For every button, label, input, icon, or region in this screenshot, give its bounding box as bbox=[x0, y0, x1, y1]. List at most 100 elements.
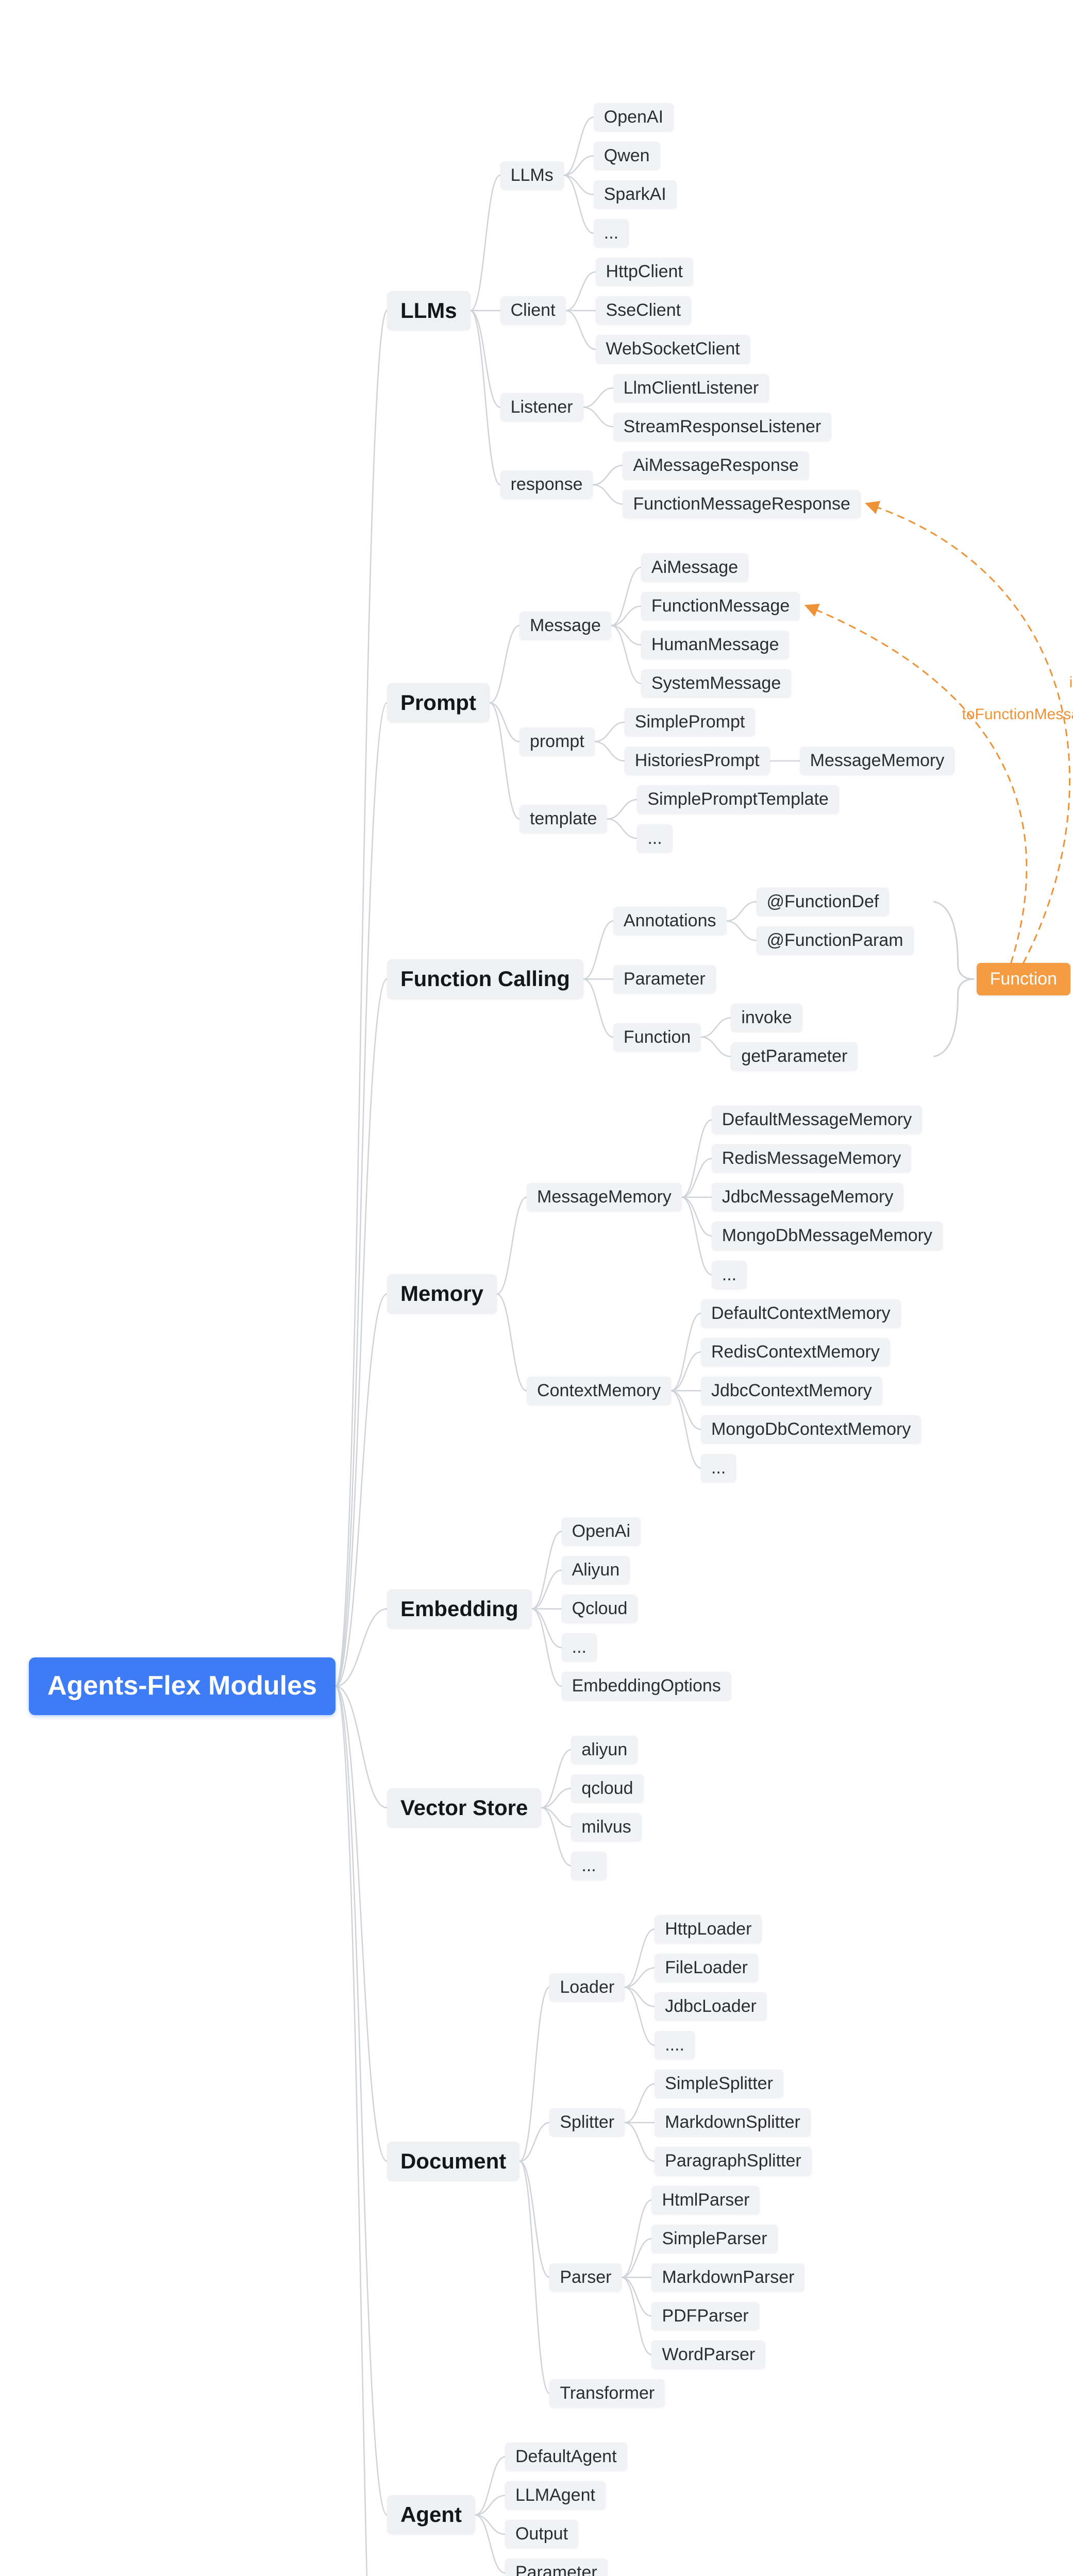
branch-node-vector-store: Vector Store bbox=[387, 1788, 542, 1827]
node-openai: OpenAi bbox=[561, 1517, 641, 1546]
node-label: FunctionMessage bbox=[651, 596, 790, 616]
tree-row: Annotations@FunctionDef@FunctionParam bbox=[613, 887, 914, 955]
tree-row: OpenAi bbox=[561, 1517, 731, 1546]
node-functiondef: @FunctionDef bbox=[756, 887, 890, 916]
node-label: ... bbox=[581, 1855, 596, 1875]
node-label: OpenAI bbox=[603, 107, 664, 127]
node-contextmemory: ContextMemory bbox=[527, 1376, 671, 1405]
tree-row: LLMAgent bbox=[505, 2481, 627, 2510]
node-invoke: invoke bbox=[731, 1003, 802, 1032]
node-label: MessageMemory bbox=[810, 751, 945, 771]
node-label: Function bbox=[990, 969, 1057, 989]
node-label: EmbeddingOptions bbox=[572, 1676, 721, 1696]
node-label: FileLoader bbox=[665, 1958, 748, 1978]
node-output: Output bbox=[505, 2520, 579, 2549]
node-aliyun: Aliyun bbox=[561, 1556, 630, 1585]
node-label: Parser bbox=[560, 2267, 612, 2287]
node-sparkai: SparkAI bbox=[593, 180, 677, 209]
node-label: invoke bbox=[741, 1007, 792, 1027]
tree-row: Vector Store aliyun qcloud milvus... bbox=[387, 1735, 989, 1880]
node-qwen: Qwen bbox=[593, 141, 660, 171]
node-label: ParagraphSplitter bbox=[665, 2151, 801, 2171]
tree-row: AiMessage bbox=[641, 553, 800, 582]
node-getparameter: getParameter bbox=[731, 1042, 858, 1071]
node-label: Annotations bbox=[623, 911, 716, 931]
node-paragraphsplitter: ParagraphSplitter bbox=[655, 2147, 812, 2176]
node-label: RedisMessageMemory bbox=[722, 1148, 901, 1168]
tree-row: JdbcLoader bbox=[655, 1992, 767, 2021]
ellipsis-node: ... bbox=[700, 1453, 736, 1483]
node-label: AiMessageResponse bbox=[633, 455, 799, 475]
node-simpleprompt: SimplePrompt bbox=[624, 708, 756, 737]
node-transformer: Transformer bbox=[549, 2379, 665, 2408]
tree-row: invoke bbox=[731, 1003, 858, 1032]
node-client: Client bbox=[500, 296, 566, 325]
node-httploader: HttpLoader bbox=[655, 1914, 762, 1944]
node-label: Message bbox=[529, 615, 601, 635]
node-parameter: Parameter bbox=[613, 964, 716, 993]
node-label: LLMs bbox=[510, 165, 554, 185]
tree-row: AiMessageResponse bbox=[623, 451, 860, 480]
node-systemmessage: SystemMessage bbox=[641, 669, 792, 698]
node-label: Parameter bbox=[623, 969, 706, 989]
node-aimessage: AiMessage bbox=[641, 553, 749, 582]
node-label: ContextMemory bbox=[537, 1380, 661, 1400]
node-label: JdbcContextMemory bbox=[711, 1380, 872, 1400]
node-embeddingoptions: EmbeddingOptions bbox=[561, 1672, 731, 1701]
root-node-agents-flex-modules: Agents-Flex Modules bbox=[29, 1657, 336, 1715]
tree-row: HttpClient bbox=[595, 258, 750, 286]
tree-row: qcloud bbox=[571, 1774, 644, 1803]
tree-row: LlmClientListener bbox=[613, 374, 832, 402]
node-httpclient: HttpClient bbox=[595, 258, 693, 286]
node-label: Agents-Flex Modules bbox=[47, 1671, 317, 1701]
node-label: ... bbox=[711, 1458, 726, 1478]
node-wordparser: WordParser bbox=[651, 2340, 766, 2369]
node-simpleparser: SimpleParser bbox=[651, 2224, 778, 2253]
node-simpleprompttemplate: SimplePromptTemplate bbox=[637, 785, 839, 814]
node-defaultagent: DefaultAgent bbox=[505, 2443, 627, 2471]
node-label: HumanMessage bbox=[651, 635, 779, 655]
node-label: Memory bbox=[400, 1281, 484, 1306]
node-label: Splitter bbox=[560, 2112, 615, 2132]
node-loader: Loader bbox=[549, 1973, 625, 2002]
tree-row: Output bbox=[505, 2520, 627, 2549]
node-label: LLMAgent bbox=[515, 2485, 595, 2505]
tree-row: SparkAI bbox=[593, 180, 677, 209]
node-label: AiMessage bbox=[651, 557, 739, 577]
tree-row: HtmlParser bbox=[651, 2185, 804, 2214]
tree-row: DefaultContextMemory bbox=[700, 1299, 921, 1328]
ellipsis-node: ... bbox=[593, 219, 629, 248]
branch-node-function-calling: Function Calling bbox=[387, 959, 583, 999]
tree-row: SimplePrompt bbox=[624, 708, 955, 737]
tree-row: getParameter bbox=[731, 1042, 858, 1071]
node-label: Document bbox=[400, 2148, 507, 2173]
node-label: SimpleSplitter bbox=[665, 2074, 773, 2094]
tree-row: milvus bbox=[571, 1812, 643, 1841]
node-functionmessage: FunctionMessage bbox=[641, 592, 800, 621]
node-label: @FunctionDef bbox=[766, 891, 879, 911]
tree-row: MongoDbMessageMemory bbox=[711, 1222, 943, 1250]
tree-row: aliyun bbox=[571, 1735, 643, 1764]
branch-node-memory: Memory bbox=[387, 1274, 497, 1314]
node-label: milvus bbox=[581, 1817, 631, 1837]
ellipsis-node: ... bbox=[637, 824, 673, 853]
tree-row: SimpleSplitter bbox=[655, 2070, 812, 2098]
node-label: DefaultContextMemory bbox=[711, 1303, 891, 1323]
node-markdownparser: MarkdownParser bbox=[651, 2263, 805, 2292]
node-label: JdbcMessageMemory bbox=[722, 1187, 894, 1207]
